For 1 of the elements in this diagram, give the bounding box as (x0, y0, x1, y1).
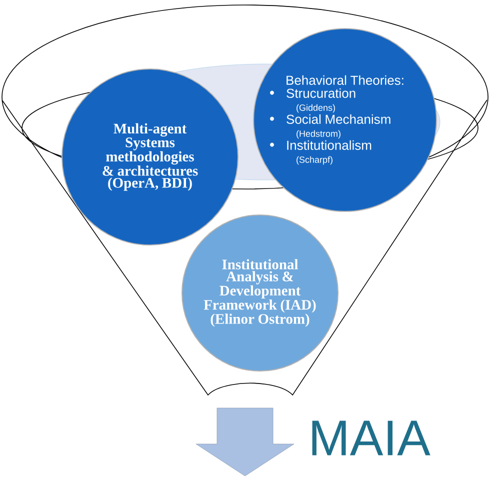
title-text: MAIA (312, 420, 430, 456)
